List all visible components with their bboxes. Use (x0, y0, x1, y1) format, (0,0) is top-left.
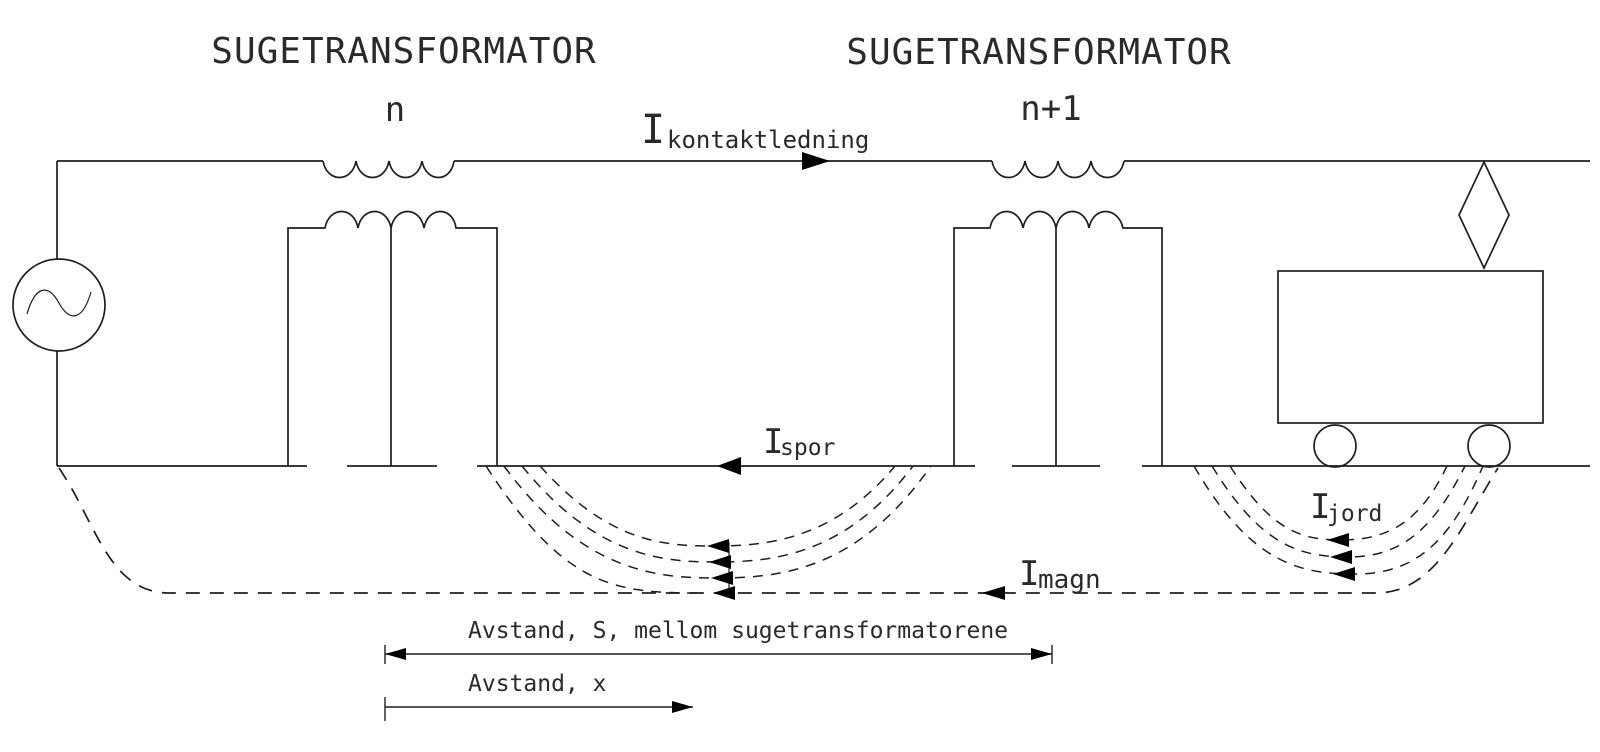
sine-wave-icon (26, 289, 92, 317)
magnetizing-current-path (58, 467, 1499, 594)
pantograph-icon (1458, 160, 1510, 270)
mid-current-arrow-2-icon (709, 555, 731, 569)
ground-loop-right-1 (1229, 465, 1448, 541)
contact-current-subscript: kontaktledning (667, 126, 869, 154)
transformer-n1-index: n+1 (1020, 89, 1081, 129)
contact-current-arrow-icon (802, 152, 830, 170)
ground-current-symbol: I (1310, 487, 1330, 527)
rail-current-arrow-icon (717, 457, 741, 475)
transformer-n-title: SUGETRANSFORMATOR (211, 31, 596, 72)
magnetizing-current-symbol: I (1019, 554, 1039, 594)
ground-current-arrow-2-icon (1330, 550, 1352, 564)
wheel-left-icon (1313, 424, 1357, 468)
transformer-n1-secondary-coil (953, 210, 1163, 466)
locomotive (1277, 160, 1544, 468)
transformer-n-secondary (287, 210, 498, 466)
distance-s-arrow-left-icon (385, 648, 406, 660)
transformer-n1-title: SUGETRANSFORMATOR (846, 32, 1231, 73)
ground-loop-right-3 (1193, 465, 1484, 575)
ground-current-subscript: jord (1327, 501, 1382, 527)
distance-s-label: Avstand, S, mellom sugetransformatorene (468, 618, 1008, 644)
mid-current-arrow-4-icon (713, 586, 735, 600)
transformer-n-secondary-coil (287, 210, 498, 466)
ground-current-arrow-1-icon (1327, 533, 1349, 547)
distance-s-arrow-right-icon (1031, 648, 1052, 660)
distance-x-label: Avstand, x (468, 671, 606, 697)
magnetizing-current-subscript: magn (1038, 565, 1101, 595)
rail-current-symbol: I (763, 422, 783, 462)
rail-line (57, 457, 1590, 475)
mid-current-arrow-1-icon (707, 539, 729, 553)
rail-current-subscript: spor (780, 435, 835, 461)
ground-current-arrow-3-icon (1333, 567, 1355, 581)
ground-current-paths (58, 465, 1499, 600)
distance-x-arrow-icon (672, 701, 693, 713)
ground-loop-mid-1 (539, 465, 896, 547)
dimension-lines (384, 645, 1053, 721)
locomotive-body (1277, 270, 1544, 424)
transformer-n-index: n (385, 90, 405, 130)
ground-loop-mid-2 (521, 465, 914, 563)
magnetizing-current-arrow-icon (982, 586, 1005, 600)
wheel-right-icon (1467, 424, 1511, 468)
ac-source (12, 161, 106, 466)
transformer-n-primary-coil (322, 160, 455, 179)
ac-source-circle (12, 258, 106, 352)
contact-current-symbol: I (641, 107, 665, 153)
contact-line (57, 152, 1590, 179)
distance-s-ticks (384, 645, 1053, 664)
ground-loop-mid-4 (485, 465, 701, 594)
transformer-n1-secondary (953, 210, 1163, 466)
ground-loop-right-2 (1211, 465, 1466, 558)
transformer-n1-primary-coil (991, 160, 1125, 179)
mid-current-arrow-3-icon (711, 571, 733, 585)
labels: SUGETRANSFORMATOR n SUGETRANSFORMATOR n+… (211, 31, 1382, 697)
